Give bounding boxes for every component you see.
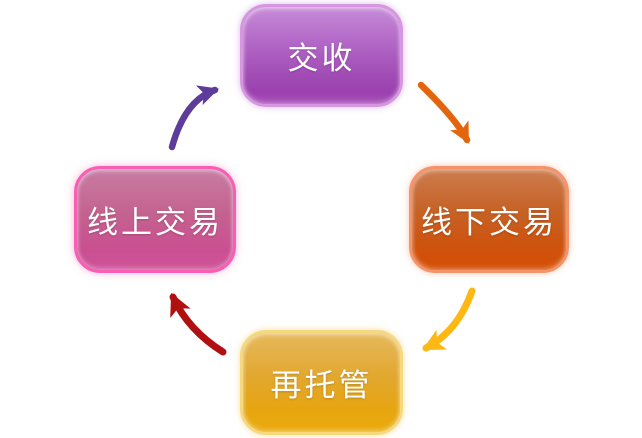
- node-settlement: 交收: [240, 4, 403, 107]
- arrow-top-to-right: [417, 81, 471, 144]
- node-online-trading-label: 线上交易: [87, 205, 223, 241]
- arrow-left-to-top: [168, 85, 219, 151]
- node-recustody-label: 再托管: [270, 368, 373, 404]
- arrow-right-to-bottom: [422, 287, 476, 352]
- node-online-trading: 线上交易: [74, 166, 236, 273]
- node-offline-trading: 线下交易: [409, 166, 569, 273]
- node-settlement-label: 交收: [287, 41, 356, 77]
- node-offline-trading-label: 线下交易: [421, 205, 557, 241]
- arrow-bottom-to-left: [169, 292, 227, 356]
- node-recustody: 再托管: [240, 330, 403, 435]
